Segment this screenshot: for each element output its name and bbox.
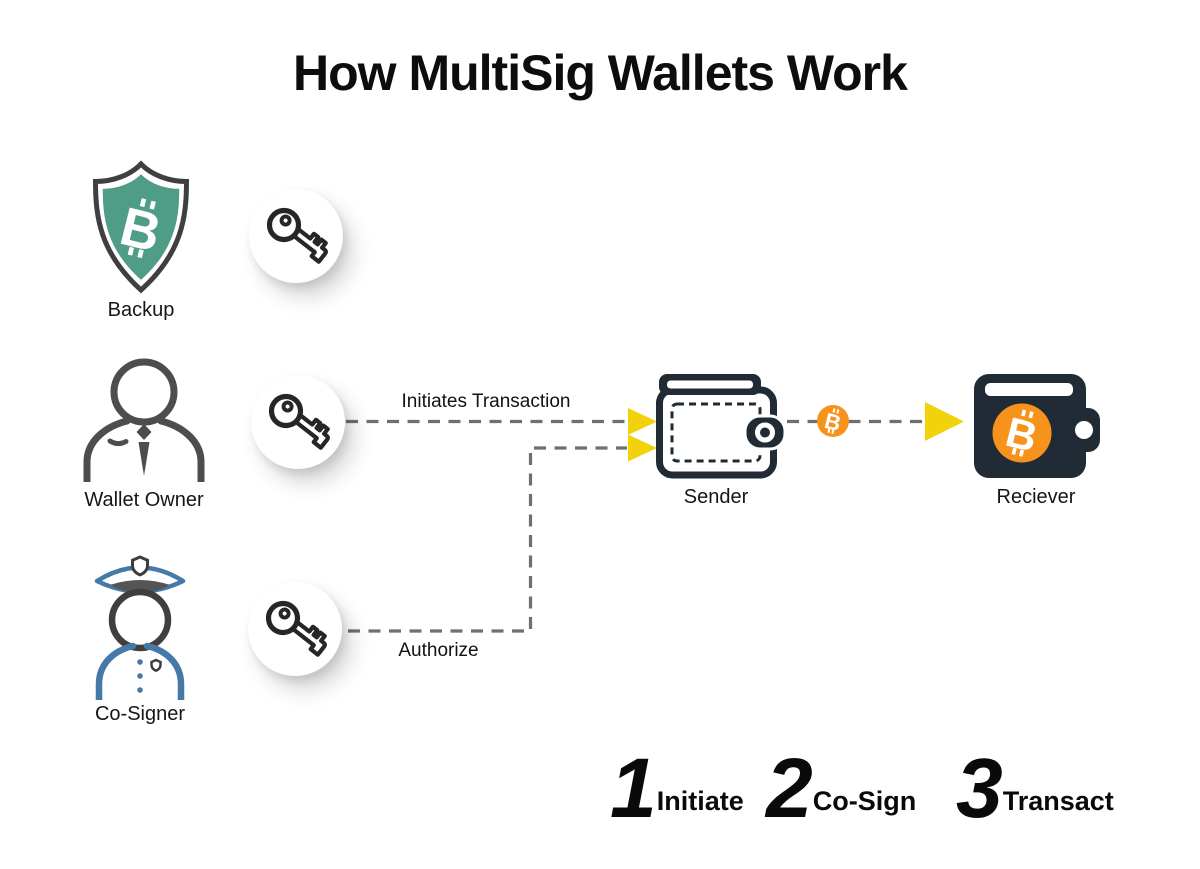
- step-2-number: 2: [766, 741, 813, 835]
- key-icon: [266, 207, 329, 264]
- step-3-label: Transact: [1002, 785, 1114, 816]
- wallet-clasp-button: [1075, 421, 1093, 439]
- person-left-shoulder: [83, 417, 131, 482]
- person-head: [110, 358, 178, 426]
- shield-fill: [102, 174, 180, 280]
- tie-knot: [136, 424, 152, 440]
- chest-line: [107, 438, 129, 447]
- step-2-label: Co-Sign: [812, 785, 917, 816]
- step-1: 1 Initiate: [610, 741, 744, 835]
- co-signer-label: Co-Signer: [94, 703, 186, 725]
- btc-prong: [1018, 449, 1025, 457]
- svg-text:B: B: [822, 408, 843, 436]
- police-officer-icon: [94, 555, 186, 700]
- step-3-number: 3: [956, 741, 1003, 835]
- initiate-arrow-icon: [628, 408, 657, 435]
- coin-circle: [817, 405, 849, 437]
- officer-head: [108, 588, 172, 652]
- officer-left-shoulder: [95, 642, 137, 700]
- person-right-shoulder: [157, 417, 205, 482]
- officer-right-shoulder: [143, 642, 185, 700]
- btc-prong: [827, 428, 831, 433]
- transfer-arrow-icon: [925, 402, 964, 441]
- step-1-number: 1: [610, 741, 657, 835]
- btc-prong: [149, 200, 156, 210]
- receiver-label: Reciever: [996, 486, 1076, 508]
- btc-prong: [832, 408, 836, 413]
- cap-badge-icon: [131, 555, 149, 577]
- key-icon: [268, 393, 331, 450]
- coin-circle: [992, 403, 1052, 463]
- person-icon: [83, 358, 205, 482]
- btc-prong: [127, 246, 135, 256]
- uniform-button: [137, 687, 143, 693]
- key-icon: [265, 600, 328, 657]
- step-1-label: Initiate: [656, 785, 744, 816]
- btc-prong: [831, 429, 835, 434]
- btc-prong: [1011, 447, 1017, 455]
- btc-prong: [1021, 409, 1027, 417]
- btc-prong: [836, 409, 840, 414]
- cap-visor: [110, 580, 170, 593]
- authorize-label: Authorize: [398, 640, 479, 661]
- step-3: 3 Transact: [956, 741, 1114, 835]
- uniform-button: [137, 673, 143, 679]
- bitcoin-coin-icon: B: [817, 405, 849, 437]
- btc-prong: [139, 198, 147, 208]
- receiver-wallet-icon: B: [974, 374, 1100, 478]
- uniform-button: [137, 659, 143, 665]
- btc-prong: [1028, 411, 1034, 419]
- backup-label: Backup: [107, 299, 175, 321]
- initiates-transaction-label: Initiates Transaction: [401, 391, 571, 412]
- wallet-owner-label: Wallet Owner: [84, 489, 204, 511]
- backup-key-badge: [249, 189, 343, 283]
- sender-wallet-icon: [656, 374, 785, 479]
- step-2: 2 Co-Sign: [766, 741, 917, 835]
- sender-label: Sender: [683, 486, 749, 508]
- page-title: How MultiSig Wallets Work: [293, 45, 908, 101]
- chest-badge-icon: [150, 658, 162, 673]
- wallet-slot: [985, 383, 1073, 396]
- owner-key-badge: [251, 375, 345, 469]
- bitcoin-shield-icon: B: [92, 160, 190, 294]
- co-signer-key-badge: [248, 582, 342, 676]
- wallet-clasp-button: [755, 422, 775, 443]
- authorize-arrow-icon: [628, 434, 657, 462]
- authorize-connector-line: [348, 446, 627, 633]
- bitcoin-symbol: B: [822, 408, 843, 436]
- wallet-flap-slot: [667, 380, 753, 389]
- tie-blade: [138, 442, 150, 476]
- btc-prong: [137, 249, 144, 259]
